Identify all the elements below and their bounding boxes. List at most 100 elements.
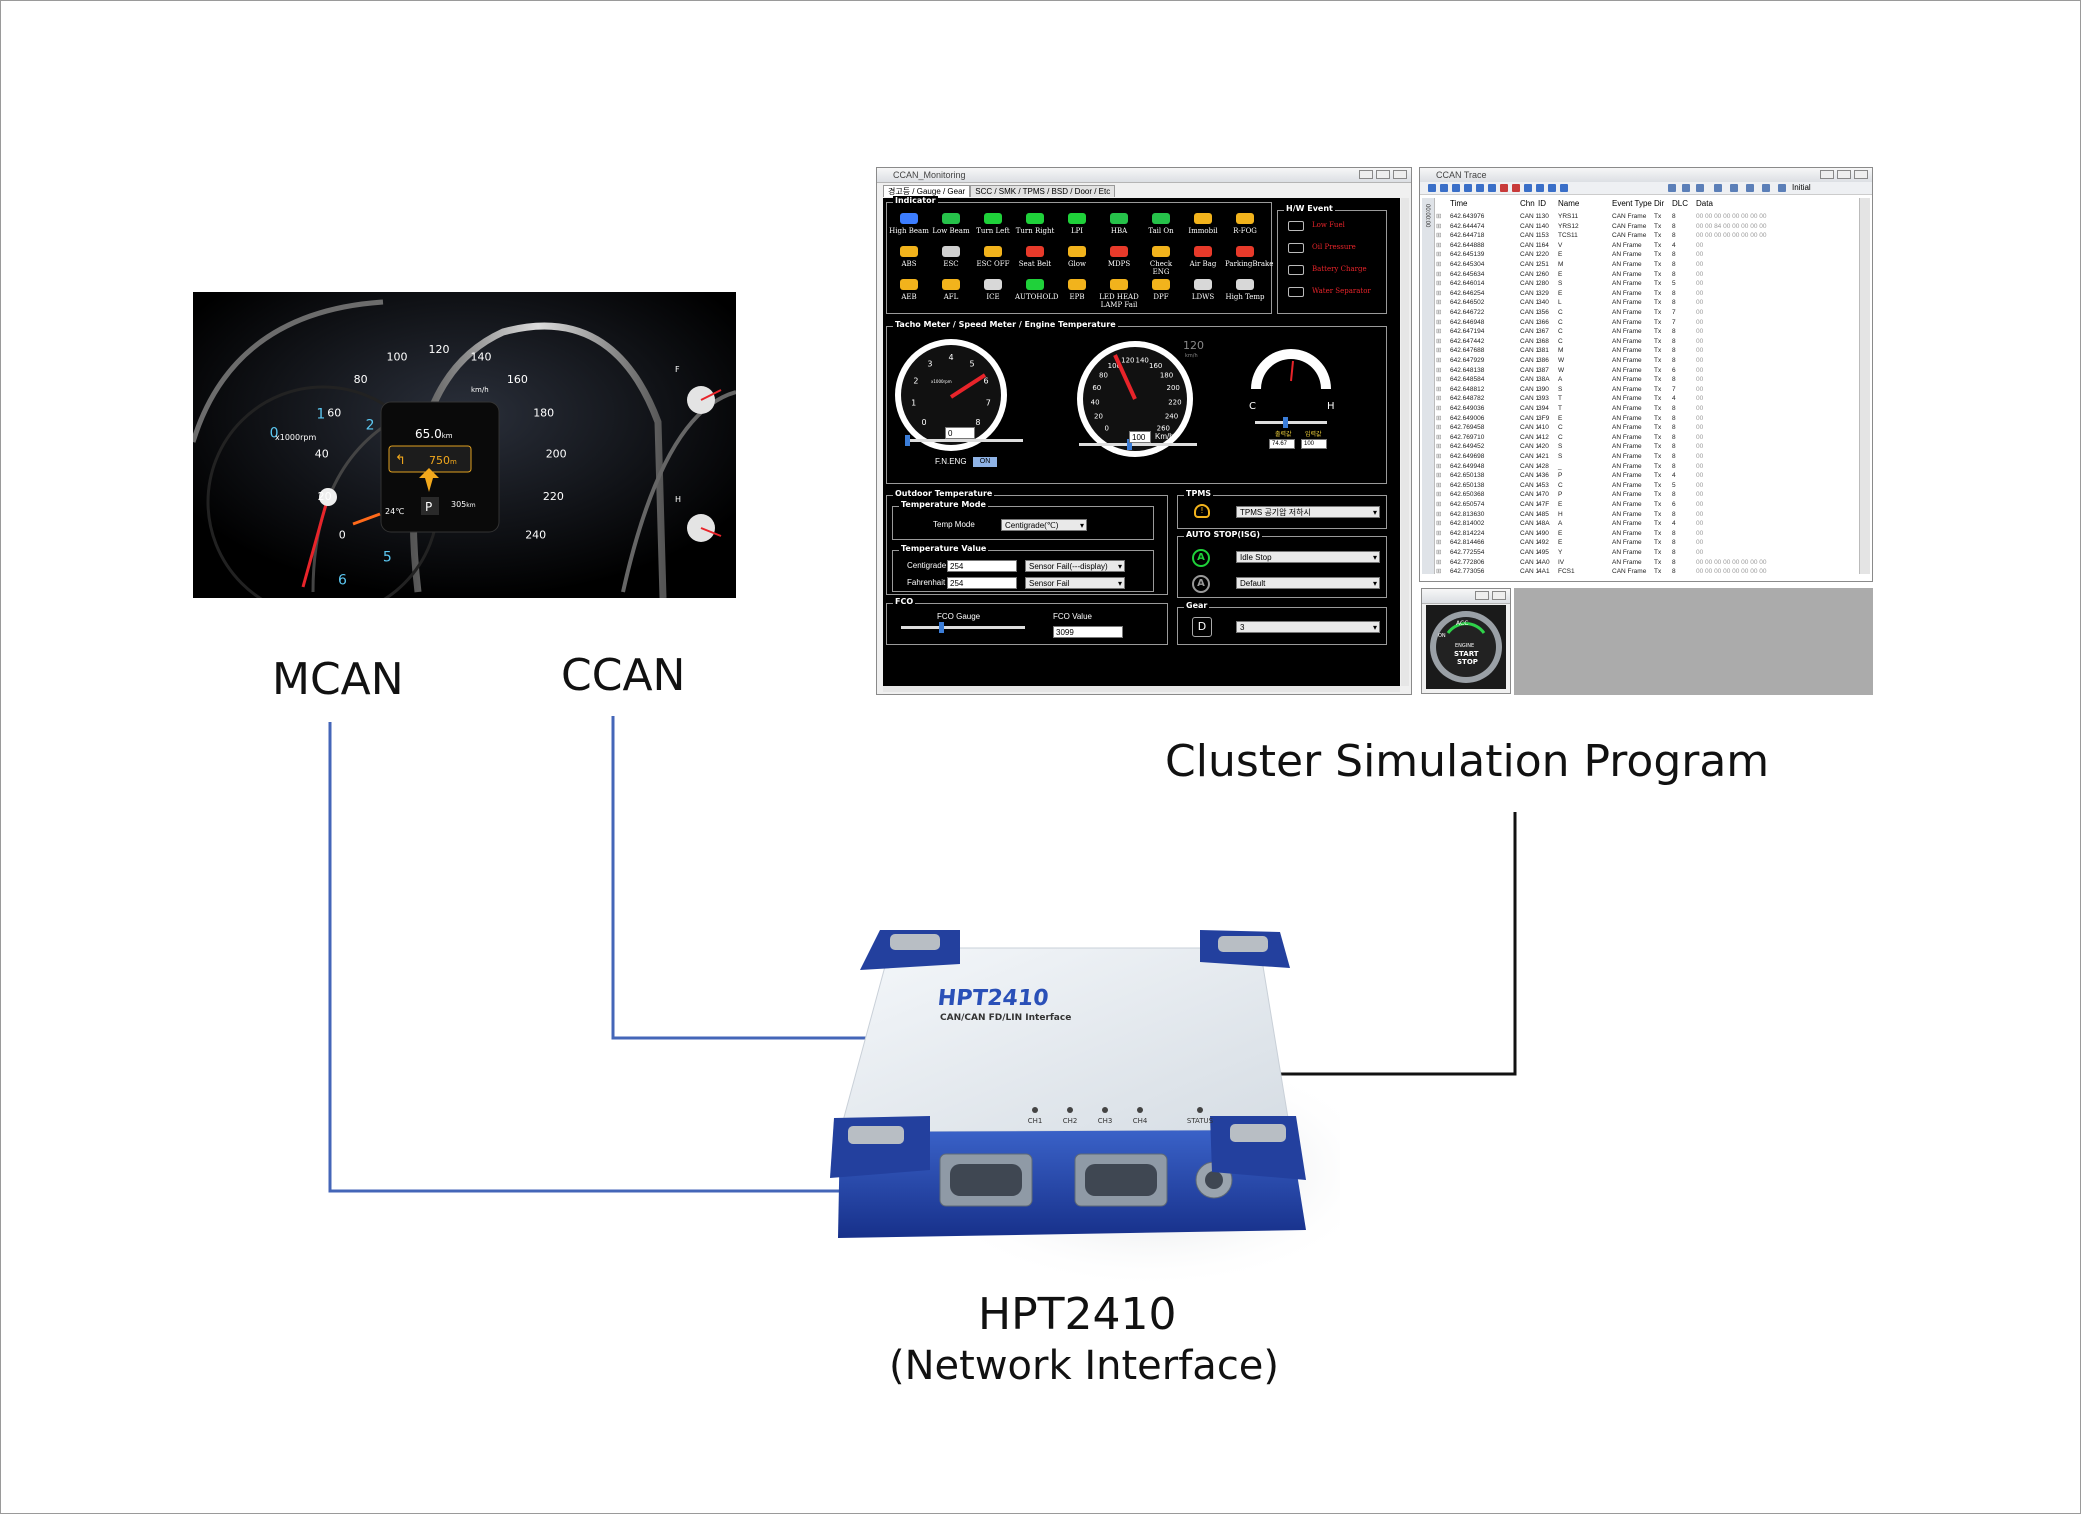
expand-icon[interactable]: ⊞	[1436, 424, 1442, 432]
trace-close-button[interactable]	[1854, 170, 1868, 179]
expand-icon[interactable]: ⊞	[1436, 241, 1442, 249]
indicator-item[interactable]: Turn Left	[973, 213, 1013, 235]
expand-icon[interactable]: ⊞	[1436, 213, 1442, 220]
expand-icon[interactable]: ⊞	[1436, 299, 1442, 307]
minimize-button[interactable]	[1359, 170, 1373, 179]
toolbar-button-icon[interactable]	[1548, 184, 1556, 192]
indicator-item[interactable]: EPB	[1057, 279, 1097, 301]
col-dir[interactable]: Dir	[1654, 199, 1665, 208]
expand-icon[interactable]: ⊞	[1436, 472, 1442, 480]
fco-slider-thumb[interactable]	[939, 622, 944, 633]
trace-initial-select[interactable]: Initial	[1792, 183, 1811, 192]
hw-event-label[interactable]: Water Separator	[1312, 287, 1371, 295]
indicator-item[interactable]: Low Beam	[931, 213, 971, 235]
indicator-item[interactable]: AFL	[931, 279, 971, 301]
col-name[interactable]: Name	[1558, 199, 1580, 208]
expand-icon[interactable]: ⊞	[1436, 462, 1442, 470]
fahrenheit-select[interactable]: Sensor Fail	[1025, 577, 1125, 589]
smartkey-minimize-button[interactable]	[1475, 591, 1489, 600]
tab-scc-smk-etc[interactable]: SCC / SMK / TPMS / BSD / Door / Etc	[970, 185, 1116, 197]
toolbar-button-icon[interactable]	[1524, 184, 1532, 192]
monitor-vscroll[interactable]	[1401, 198, 1409, 686]
speed-slider-thumb[interactable]	[1127, 439, 1132, 450]
col-dlc[interactable]: DLC	[1672, 199, 1689, 208]
toolbar-button-icon[interactable]	[1536, 184, 1544, 192]
close-button[interactable]	[1393, 170, 1407, 179]
col-time[interactable]: Time	[1450, 199, 1468, 208]
tacho-value-field[interactable]: 0	[945, 427, 975, 439]
expand-icon[interactable]: ⊞	[1436, 539, 1442, 547]
toolbar-button-icon[interactable]	[1730, 184, 1738, 192]
expand-icon[interactable]: ⊞	[1436, 328, 1442, 336]
expand-icon[interactable]: ⊞	[1436, 251, 1442, 259]
expand-icon[interactable]: ⊞	[1436, 261, 1442, 268]
expand-icon[interactable]: ⊞	[1436, 318, 1442, 326]
expand-icon[interactable]: ⊞	[1436, 376, 1442, 384]
expand-icon[interactable]: ⊞	[1436, 347, 1442, 355]
maximize-button[interactable]	[1376, 170, 1390, 179]
temp-slider-thumb[interactable]	[1283, 417, 1288, 428]
indicator-item[interactable]: ESC OFF	[973, 246, 1013, 268]
toolbar-button-icon[interactable]	[1682, 184, 1690, 192]
smartkey-close-button[interactable]	[1492, 591, 1506, 600]
expand-icon[interactable]: ⊞	[1436, 520, 1442, 528]
start-stop-button[interactable]: ACC ON ENGINE START STOP	[1422, 603, 1510, 693]
expand-icon[interactable]: ⊞	[1436, 337, 1442, 345]
fco-value-field[interactable]: 3099	[1053, 626, 1123, 638]
expand-icon[interactable]: ⊞	[1436, 366, 1442, 374]
expand-icon[interactable]: ⊞	[1436, 289, 1442, 297]
toolbar-button-icon[interactable]	[1714, 184, 1722, 192]
indicator-item[interactable]: Air Bag	[1183, 246, 1223, 268]
indicator-item[interactable]: Glow	[1057, 246, 1097, 268]
toolbar-button-icon[interactable]	[1464, 184, 1472, 192]
indicator-item[interactable]: LPI	[1057, 213, 1097, 235]
indicator-item[interactable]: Immobil	[1183, 213, 1223, 235]
expand-icon[interactable]: ⊞	[1436, 270, 1442, 278]
toolbar-button-icon[interactable]	[1668, 184, 1676, 192]
col-event-type[interactable]: Event Type	[1612, 199, 1652, 208]
centigrade-select[interactable]: Sensor Fail(---display)	[1025, 560, 1125, 572]
indicator-item[interactable]: AUTOHOLD	[1015, 279, 1058, 301]
indicator-item[interactable]: R-FOG	[1225, 213, 1265, 235]
expand-icon[interactable]: ⊞	[1436, 222, 1442, 230]
centigrade-field[interactable]: 254	[947, 560, 1017, 572]
autostop-select-2[interactable]: Default	[1236, 577, 1380, 589]
speed-value-field[interactable]: 100	[1129, 431, 1151, 443]
indicator-item[interactable]: LED HEAD LAMP Fail	[1099, 279, 1139, 309]
tpms-select[interactable]: TPMS 공기압 저하시	[1236, 506, 1380, 518]
indicator-item[interactable]: Turn Right	[1015, 213, 1055, 235]
toolbar-button-icon[interactable]	[1500, 184, 1508, 192]
expand-icon[interactable]: ⊞	[1436, 357, 1442, 364]
toolbar-button-icon[interactable]	[1512, 184, 1520, 192]
toolbar-button-icon[interactable]	[1746, 184, 1754, 192]
indicator-item[interactable]: AEB	[889, 279, 929, 301]
indicator-item[interactable]: Check ENG	[1141, 246, 1181, 276]
trace-maximize-button[interactable]	[1837, 170, 1851, 179]
expand-icon[interactable]: ⊞	[1436, 510, 1442, 518]
expand-icon[interactable]: ⊞	[1436, 558, 1442, 566]
col-id[interactable]: ID	[1538, 199, 1546, 208]
indicator-item[interactable]: High Beam	[889, 213, 929, 235]
trace-minimize-button[interactable]	[1820, 170, 1834, 179]
toolbar-button-icon[interactable]	[1452, 184, 1460, 192]
expand-icon[interactable]: ⊞	[1436, 481, 1442, 489]
